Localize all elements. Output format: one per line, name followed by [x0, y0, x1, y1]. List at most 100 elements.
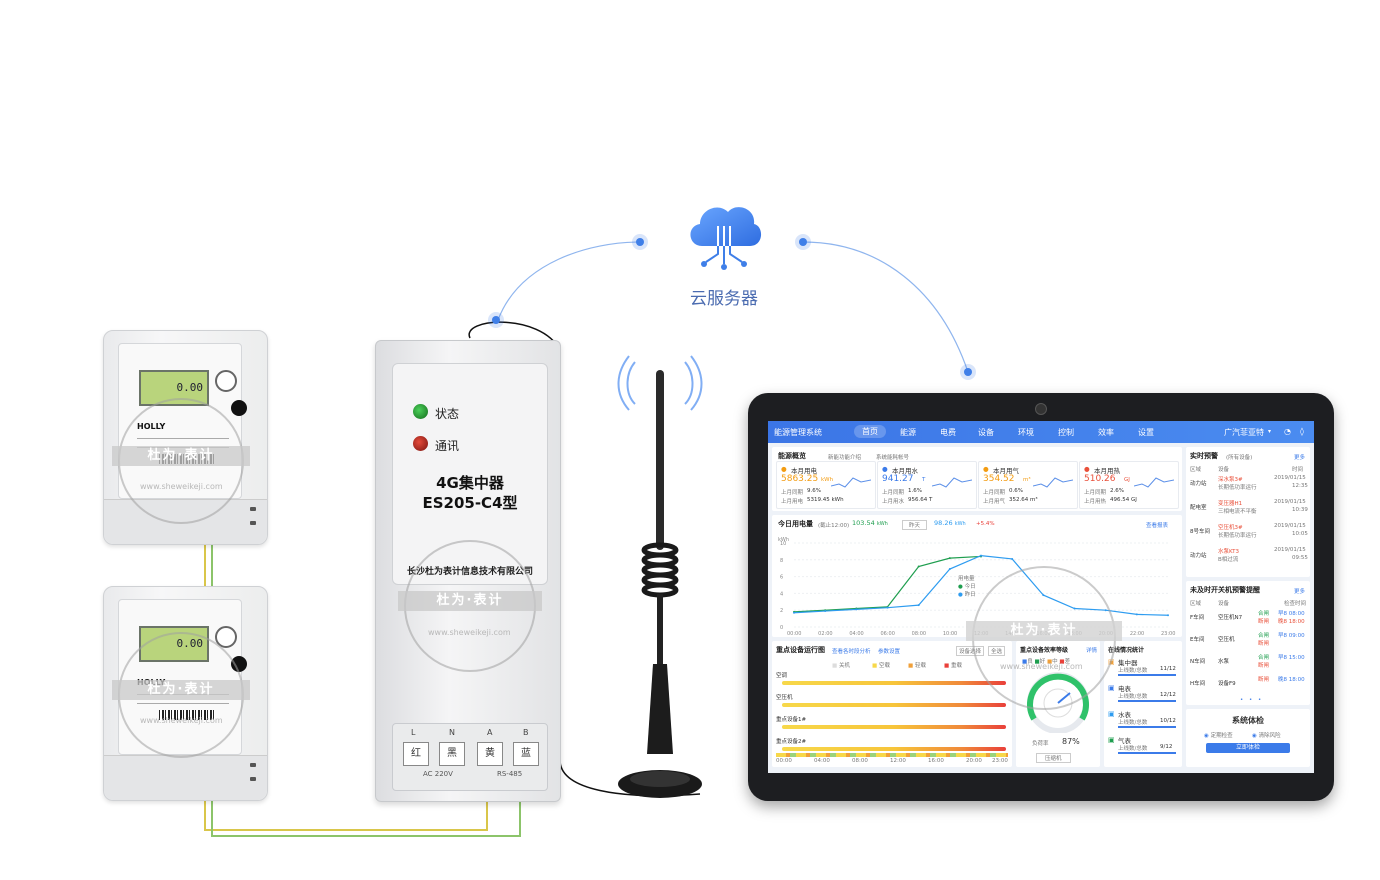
online-progress — [1118, 752, 1176, 754]
online-name: 集中器 — [1118, 659, 1138, 667]
runtime-param-link[interactable]: 参数设置 — [878, 649, 901, 655]
nav-control[interactable]: 控制 — [1058, 428, 1074, 437]
nav-environment[interactable]: 环境 — [1018, 428, 1034, 437]
y-tick-label: 4 — [780, 591, 783, 597]
alarm-more-link[interactable]: 更多 — [1294, 455, 1306, 461]
nav-bill[interactable]: 电费 — [940, 428, 956, 437]
kpi-last-label2: 上月用电 — [781, 499, 804, 505]
nav-home[interactable]: 首页 — [854, 425, 886, 438]
connection-dot-left — [632, 234, 648, 250]
cloud-label: 云服务器 — [690, 289, 758, 309]
overview-tab2[interactable]: 系统能耗帐号 — [876, 455, 910, 461]
data-point — [948, 557, 951, 560]
kpi-last-label2: 上月用气 — [983, 499, 1006, 505]
status-led — [413, 404, 428, 419]
kpi-icon: ● — [882, 465, 888, 473]
meter-type-icon: ▣ — [1108, 736, 1115, 744]
runtime-analysis-link[interactable]: 查看各时段分析 — [832, 649, 871, 655]
switch-device[interactable]: 水泵 — [1218, 659, 1230, 665]
switch-time: 早8 08:00 — [1278, 611, 1305, 617]
health-check-button[interactable]: 立即体检 — [1206, 743, 1290, 753]
kpi-last: 352.64 m³ — [1009, 497, 1038, 503]
switch-time: 晚8 18:00 — [1278, 677, 1305, 683]
today-value: 103.54 kWh — [852, 519, 888, 527]
connection-dot-concentrator — [488, 312, 504, 328]
online-sub: 上线数/总数 — [1118, 720, 1148, 726]
chevron-down-icon[interactable]: ▾ — [1268, 428, 1272, 435]
bell-icon[interactable]: ◔ — [1284, 427, 1291, 436]
status-label: 状态 — [435, 407, 460, 421]
online-value: 9/12 — [1160, 744, 1173, 750]
switch-device[interactable]: 空压机N7 — [1218, 615, 1243, 621]
legend-yesterday: ● 昨日 — [958, 592, 976, 598]
nav-device[interactable]: 设备 — [978, 428, 994, 437]
nav-efficiency[interactable]: 效率 — [1098, 428, 1114, 437]
alarm-area: 8号车间 — [1190, 529, 1210, 535]
antenna-icon — [617, 355, 703, 798]
overview-title: 能源概览 — [778, 452, 806, 460]
drop-icon[interactable]: ◊ — [1300, 427, 1304, 436]
switch-state: 合闸 — [1258, 655, 1270, 661]
alarm-area: 配电室 — [1190, 505, 1207, 511]
runtime-bar — [782, 681, 1006, 685]
meter-type-icon: ▣ — [1108, 710, 1115, 718]
overview-tab1[interactable]: 新能功能介绍 — [828, 455, 862, 461]
online-name: 气表 — [1118, 737, 1131, 745]
compare-select[interactable]: 昨天 — [902, 520, 928, 530]
switch-device[interactable]: 设备F9 — [1218, 681, 1236, 687]
nav-settings[interactable]: 设置 — [1138, 428, 1154, 437]
alarm-device[interactable]: 变压器H1 — [1218, 501, 1243, 507]
data-point — [1167, 614, 1169, 617]
switch-more-link[interactable]: 更多 — [1294, 589, 1306, 595]
company-select[interactable]: 广汽菲亚特 — [1224, 428, 1264, 437]
data-point — [980, 554, 982, 557]
device-type-select[interactable]: 压缩机 — [1036, 753, 1071, 763]
camera — [1035, 403, 1047, 415]
kpi-unit: T — [922, 477, 926, 483]
change-badge: +5.4% — [976, 521, 995, 527]
switch-time: 早8 15:00 — [1278, 655, 1305, 661]
online-sub: 上线数/总数 — [1118, 668, 1148, 674]
online-progress — [1118, 674, 1176, 676]
kpi-name: 本月用气 — [993, 467, 1019, 475]
alarm-desc: 长期低功率运行 — [1218, 533, 1257, 539]
alarm-time: 10:39 — [1292, 507, 1308, 513]
alarm-time: 09:55 — [1292, 555, 1308, 561]
kpi-unit: GJ — [1124, 477, 1130, 483]
legend-today: ● 今日 — [958, 584, 976, 590]
switch-time: 晚8 18:00 — [1278, 619, 1305, 625]
cloud-server-icon — [690, 207, 762, 270]
kpi-last-label: 上月同期 — [1084, 490, 1107, 496]
alarm-device[interactable]: 空压机3# — [1218, 525, 1243, 531]
alarm-date: 2019/01/15 — [1274, 523, 1306, 529]
system-health-card: 系统体检 ◉ 定期检查 ◉ 清除风险 立即体检 — [1186, 709, 1310, 767]
y-tick-label: 0 — [780, 625, 783, 631]
series-line-今日 — [793, 555, 982, 613]
alarm-device[interactable]: 水泵KT3 — [1218, 549, 1240, 555]
online-value: 11/12 — [1160, 666, 1176, 672]
y-tick-label: 6 — [780, 575, 783, 581]
nav-energy[interactable]: 能源 — [900, 428, 916, 437]
switch-device[interactable]: 空压机 — [1218, 637, 1235, 643]
kpi-icon: ● — [1084, 465, 1090, 473]
switch-state: 合闸 — [1258, 611, 1270, 617]
online-name: 电表 — [1118, 685, 1131, 693]
top-nav-bar: 能源管理系统 首页 能源 电费 设备 环境 控制 效率 设置 广汽菲亚特 ▾ ◔… — [768, 421, 1314, 443]
x-tick-label: 08:00 — [912, 631, 926, 637]
alarm-time: 10:05 — [1292, 531, 1308, 537]
report-link[interactable]: 查看报表 — [1146, 523, 1169, 529]
kpi-last-label: 上月同期 — [983, 490, 1006, 496]
alarm-time: 12:35 — [1292, 483, 1308, 489]
kpi-pct: 2.6% — [1110, 488, 1124, 494]
alarm-device[interactable]: 深水泵3# — [1218, 477, 1243, 483]
switch-state: 断闸 — [1258, 677, 1270, 683]
app-title: 能源管理系统 — [774, 428, 822, 437]
x-tick-label: 04:00 — [849, 631, 863, 637]
kpi-unit: kWh — [821, 477, 834, 483]
